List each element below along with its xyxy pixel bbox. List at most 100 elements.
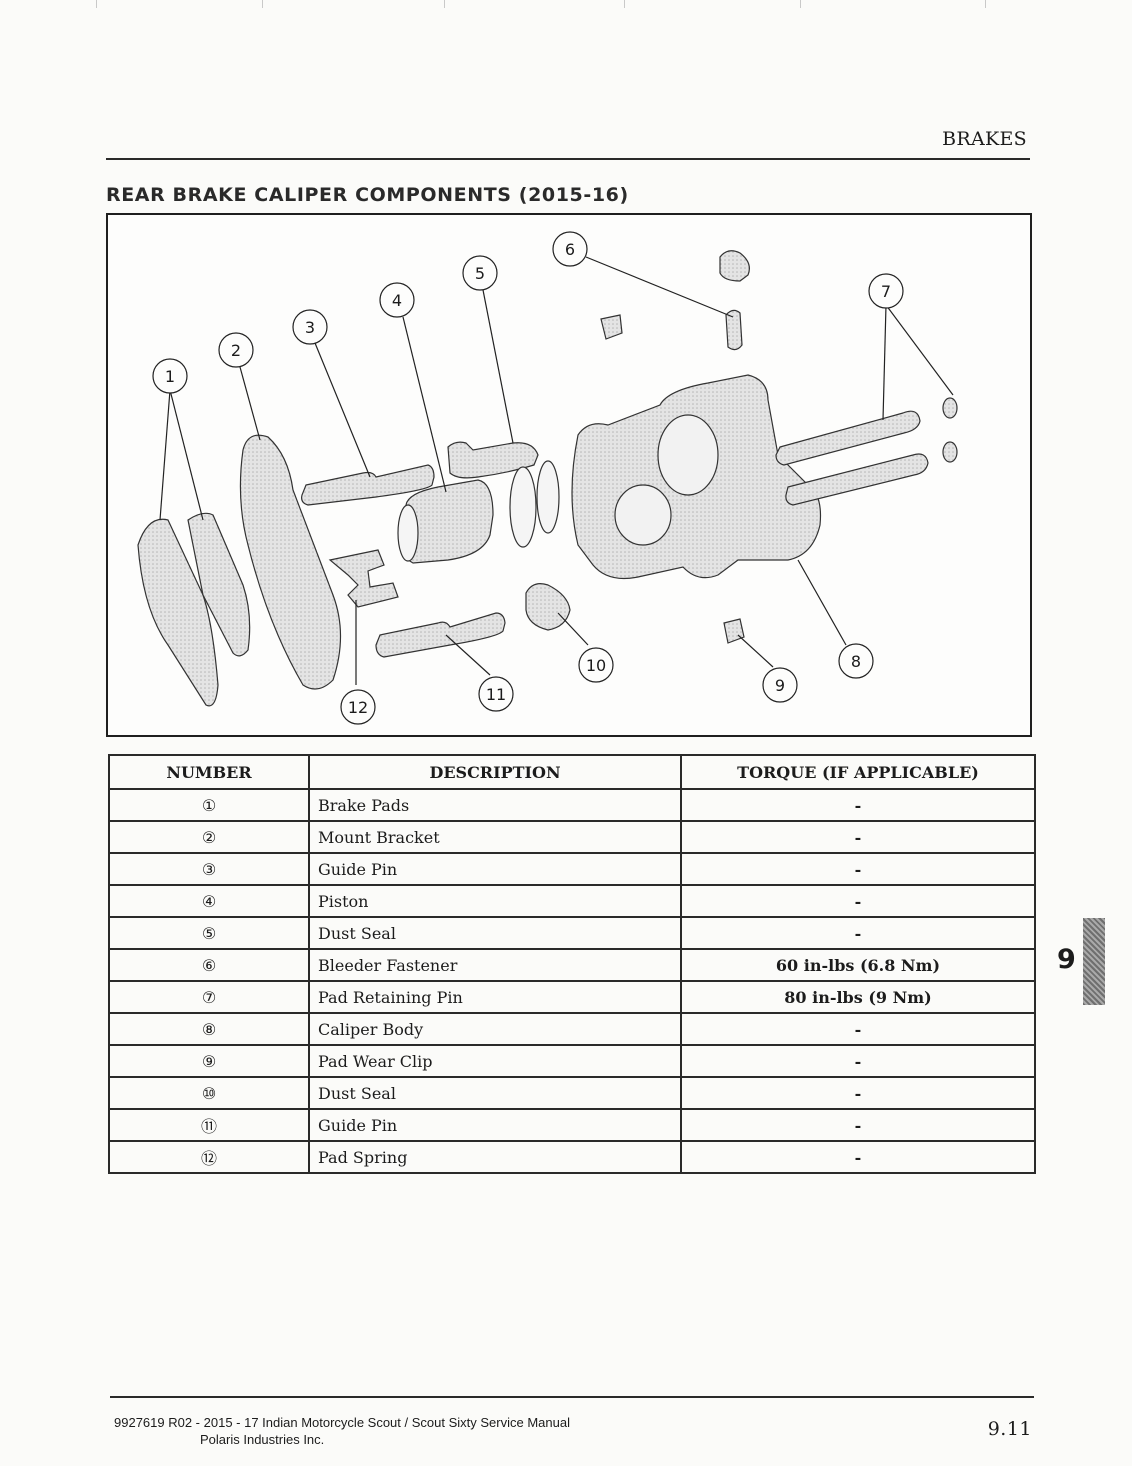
page-number: 9.11 (987, 1418, 1032, 1440)
row-description: Brake Pads (308, 788, 682, 822)
row-number: ⑥ (108, 948, 310, 982)
row-torque: 80 in-lbs (9 Nm) (680, 980, 1036, 1014)
callout-bubble-8 (838, 643, 874, 679)
guide-pin-lower (375, 612, 506, 658)
row-description: Pad Retaining Pin (308, 980, 682, 1014)
row-description: Pad Spring (308, 1140, 682, 1174)
table-row: ⑨ Pad Wear Clip - (108, 1044, 1036, 1078)
pad-spring (328, 549, 399, 608)
pin-cap-upper (942, 397, 958, 419)
callout-12: 12 (348, 698, 368, 717)
row-description: Dust Seal (308, 1076, 682, 1110)
table-row: ⑦ Pad Retaining Pin 80 in-lbs (9 Nm) (108, 980, 1036, 1014)
callout-9: 9 (775, 676, 785, 695)
callout-bubble-6 (552, 231, 588, 267)
callout-5: 5 (475, 264, 485, 283)
table-row: ④ Piston - (108, 884, 1036, 918)
callout-bubble-9 (762, 667, 798, 703)
callout-bubble-7 (868, 273, 904, 309)
chapter-number: 9 (1057, 944, 1076, 975)
callout-11: 11 (486, 685, 506, 704)
brake-pad-inner (187, 512, 251, 657)
table-row: ① Brake Pads - (108, 788, 1036, 822)
column-header-number: NUMBER (108, 754, 310, 790)
exploded-diagram: 1 2 3 4 5 6 7 8 9 10 11 12 (106, 213, 1032, 737)
callout-1: 1 (165, 367, 175, 386)
row-number: ⑩ (108, 1076, 310, 1110)
callout-bubble-11 (478, 676, 514, 712)
pad-retaining-pin-lower (785, 453, 929, 506)
row-number: ⑨ (108, 1044, 310, 1078)
row-number: ⑫ (108, 1140, 310, 1174)
callout-8: 8 (851, 652, 861, 671)
row-number: ④ (108, 884, 310, 918)
table-row: ⑫ Pad Spring - (108, 1140, 1036, 1174)
callout-10: 10 (586, 656, 606, 675)
row-number: ⑧ (108, 1012, 310, 1046)
row-number: ⑦ (108, 980, 310, 1014)
row-number: ⑤ (108, 916, 310, 950)
callout-bubble-12 (340, 689, 376, 725)
column-header-description: DESCRIPTION (308, 754, 682, 790)
row-torque: - (680, 1012, 1036, 1046)
footer-manual-title: 9927619 R02 - 2015 - 17 Indian Motorcycl… (114, 1415, 570, 1430)
row-description: Dust Seal (308, 916, 682, 950)
callout-bubble-4 (379, 282, 415, 318)
table-header-row: NUMBER DESCRIPTION TORQUE (IF APPLICABLE… (108, 754, 1036, 790)
row-torque: - (680, 820, 1036, 854)
row-description: Bleeder Fastener (308, 948, 682, 982)
table-row: ⑩ Dust Seal - (108, 1076, 1036, 1110)
callout-bubble-2 (218, 332, 254, 368)
row-description: Guide Pin (308, 1108, 682, 1142)
exploded-diagram-drawing: 1 2 3 4 5 6 7 8 9 10 11 12 (137, 231, 958, 725)
guide-pin-upper (301, 464, 435, 506)
callout-bubble-1 (152, 358, 188, 394)
row-description: Mount Bracket (308, 820, 682, 854)
row-torque: 60 in-lbs (6.8 Nm) (680, 948, 1036, 982)
footer-company: Polaris Industries Inc. (200, 1432, 325, 1447)
row-number: ⑪ (108, 1108, 310, 1142)
parts-table: NUMBER DESCRIPTION TORQUE (IF APPLICABLE… (108, 754, 1036, 1174)
brake-pad-outer (137, 518, 219, 707)
row-torque: - (680, 916, 1036, 950)
footer-rule (110, 1396, 1034, 1398)
table-row: ② Mount Bracket - (108, 820, 1036, 854)
callout-bubble-5 (462, 255, 498, 291)
table-row: ⑪ Guide Pin - (108, 1108, 1036, 1142)
row-number: ② (108, 820, 310, 854)
row-number: ③ (108, 852, 310, 886)
seal-ring-1 (509, 466, 537, 548)
row-description: Piston (308, 884, 682, 918)
bleeder-cap (719, 250, 750, 282)
row-torque: - (680, 852, 1036, 886)
table-row: ⑧ Caliper Body - (108, 1012, 1036, 1046)
row-torque: - (680, 1044, 1036, 1078)
pin-cap-lower (942, 441, 958, 463)
pad-wear-clip (723, 618, 745, 644)
callout-2: 2 (231, 341, 241, 360)
callout-7: 7 (881, 282, 891, 301)
section-name: BRAKES (942, 128, 1027, 150)
pad-retaining-pin-upper (775, 410, 921, 466)
callout-3: 3 (305, 318, 315, 337)
row-torque: - (680, 884, 1036, 918)
dust-seal-lower (525, 583, 571, 631)
dust-seal-upper (447, 441, 539, 479)
callout-bubble-10 (578, 647, 614, 683)
bleeder-screw (725, 309, 743, 351)
row-description: Pad Wear Clip (308, 1044, 682, 1078)
row-number: ① (108, 788, 310, 822)
scan-top-edge (0, 0, 1132, 10)
chapter-thumb-tab (1083, 918, 1105, 1005)
seal-ring-2 (536, 460, 560, 534)
row-description: Guide Pin (308, 852, 682, 886)
header-rule (106, 158, 1030, 160)
row-torque: - (680, 1076, 1036, 1110)
row-torque: - (680, 788, 1036, 822)
table-row: ⑤ Dust Seal - (108, 916, 1036, 950)
mount-bracket (239, 434, 342, 690)
row-torque: - (680, 1108, 1036, 1142)
table-row: ③ Guide Pin - (108, 852, 1036, 886)
row-description: Caliper Body (308, 1012, 682, 1046)
bleeder-clip (600, 314, 623, 340)
